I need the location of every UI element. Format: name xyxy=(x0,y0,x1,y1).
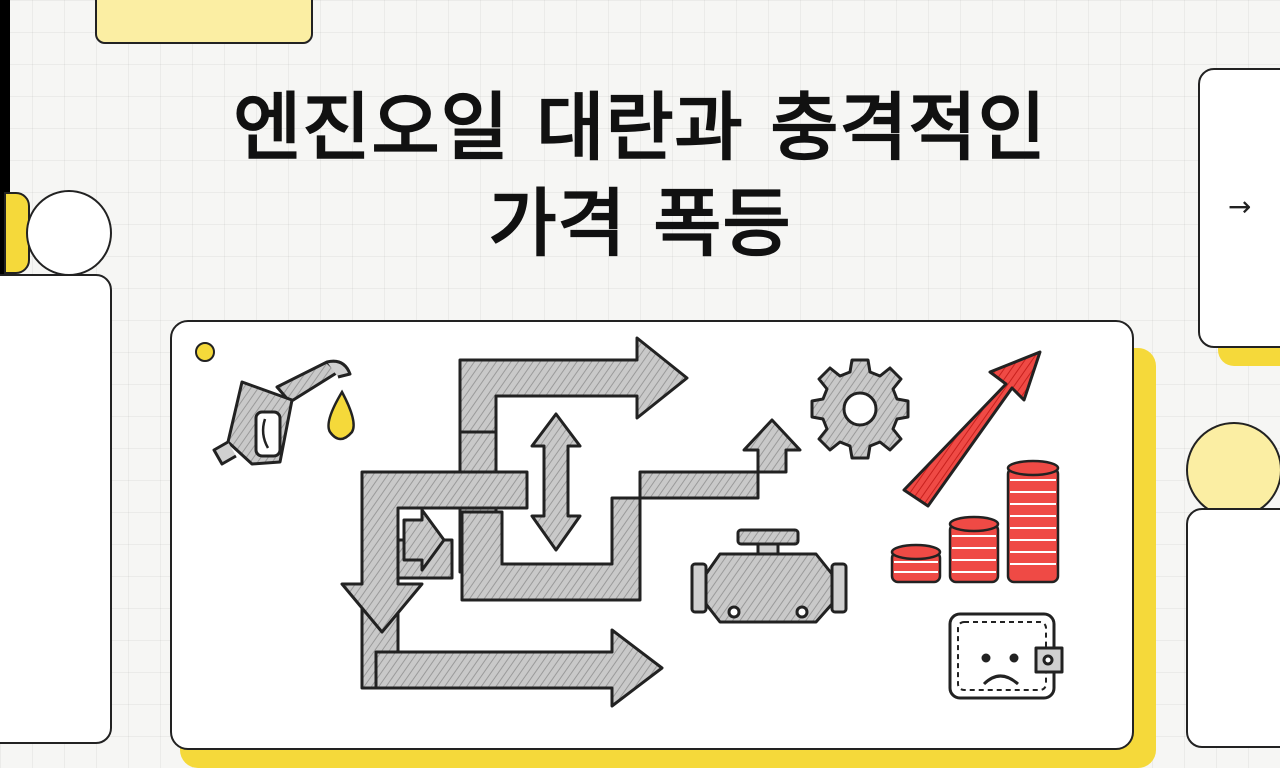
arrow-right-icon: → xyxy=(1228,190,1252,223)
coin-stacks-icon xyxy=(890,459,1060,584)
title-line-1: 엔진오일 대란과 충격적인 xyxy=(233,85,1047,171)
rising-arrow-icon xyxy=(902,350,1042,508)
decorative-circle-right xyxy=(1186,422,1280,518)
slide-title: 엔진오일 대란과 충격적인 가격 폭등 xyxy=(130,80,1150,272)
illustration-card xyxy=(170,320,1134,750)
title-line-2: 가격 폭등 xyxy=(488,181,792,267)
supply-chain-illustration xyxy=(195,336,1064,708)
gear-icon xyxy=(810,358,910,460)
decorative-circle-left xyxy=(26,190,112,276)
fuel-nozzle-icon xyxy=(212,359,352,466)
yellow-dot xyxy=(195,342,215,362)
empty-wallet-icon xyxy=(948,612,1064,700)
tangled-supply-arrows xyxy=(340,336,802,708)
engine-icon xyxy=(690,528,848,624)
decorative-yellow-tab xyxy=(95,0,313,44)
upcoming-slide-card[interactable] xyxy=(1186,508,1280,748)
next-slide-button[interactable]: → xyxy=(1198,68,1280,348)
oil-drop-icon xyxy=(327,389,355,441)
previous-slide-card[interactable] xyxy=(0,274,112,744)
